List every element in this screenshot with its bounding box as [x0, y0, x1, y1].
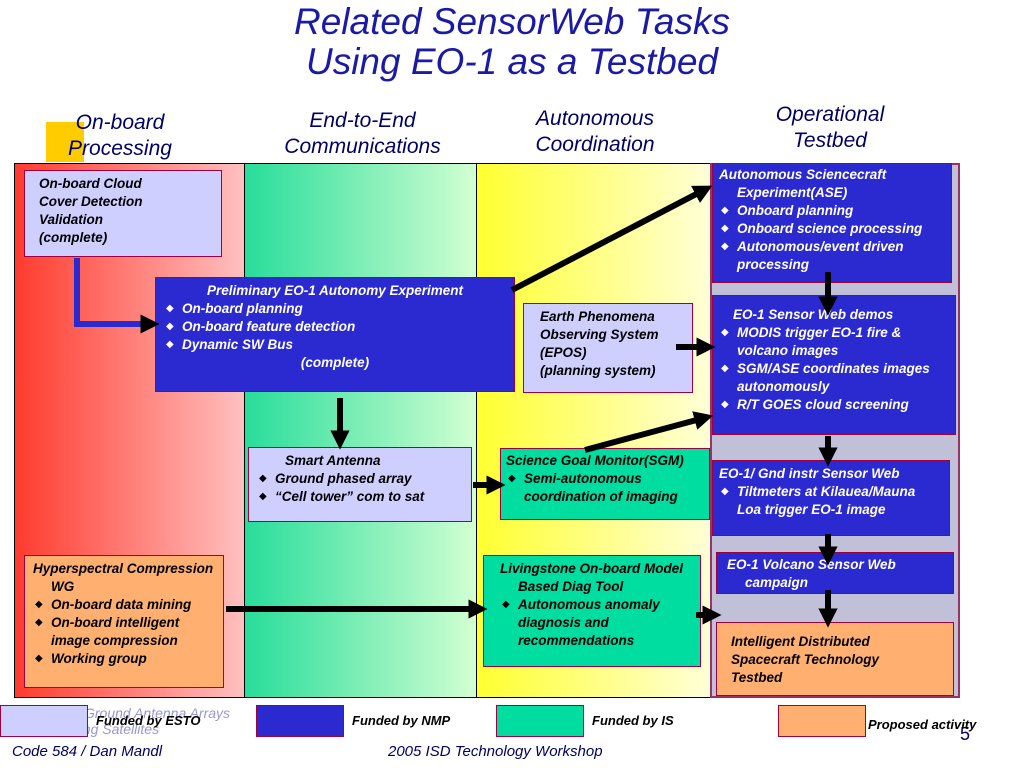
column-header-line: End-to-End [309, 109, 416, 132]
arrow-preliminary-to-ase [510, 185, 713, 293]
column-header-line: Processing [68, 137, 172, 160]
box-epos: Earth Phenomena Observing System (EPOS) … [523, 303, 693, 393]
box-line: (planning system) [540, 363, 656, 378]
box-line: (complete) [39, 230, 108, 245]
list-item: On-board feature detection [164, 318, 506, 336]
list-item: Onboard science processing [719, 220, 945, 238]
page-number: 5 [960, 724, 971, 744]
box-line: Testbed [731, 670, 783, 685]
box-line: Validation [39, 212, 104, 227]
box-sgm: Science Goal Monitor(SGM) Semi-autonomou… [500, 448, 710, 520]
page-title: Related SensorWeb Tasks Using EO-1 as a … [0, 2, 1024, 82]
box-list: Autonomous anomaly diagnosis and recomme… [500, 596, 692, 650]
list-item: R/T GOES cloud screening [719, 396, 949, 414]
title-line-2: Using EO-1 as a Testbed [305, 41, 719, 82]
arrow-cloud-to-preliminary [74, 258, 160, 334]
box-title: EO-1/ Gnd instr Sensor Web [719, 466, 900, 481]
box-preliminary-autonomy: Preliminary EO-1 Autonomy Experiment On-… [155, 277, 515, 392]
box-title: EO-1 Sensor Web demos [733, 307, 894, 322]
column-header-line: Testbed [793, 129, 867, 152]
box-line: (EPOS) [540, 345, 587, 360]
list-item: Autonomous anomaly diagnosis and recomme… [500, 596, 692, 650]
legend-label-is: Funded by IS [592, 713, 674, 728]
box-livingstone: Livingstone On-board Model Based Diag To… [483, 555, 701, 667]
list-item: Autonomous/event driven processing [719, 238, 945, 274]
column-header-onboard: On-board Processing [30, 110, 210, 162]
list-item: Tiltmeters at Kilauea/Mauna Loa trigger … [719, 483, 943, 519]
box-list: MODIS trigger EO-1 fire & volcano images… [719, 324, 949, 414]
box-cloud-detection: On-board Cloud Cover Detection Validatio… [24, 170, 222, 257]
list-item: SGM/ASE coordinates images autonomously [719, 360, 949, 396]
box-sensor-web-demos: EO-1 Sensor Web demos MODIS trigger EO-1… [712, 295, 956, 435]
legend-swatch-nmp [256, 705, 344, 737]
legend-label-nmp: Funded by NMP [352, 713, 451, 728]
box-ase: Autonomous Sciencecraft Experiment(ASE) … [712, 163, 952, 283]
box-note: (complete) [300, 355, 370, 370]
arrow-sgm-to-demos [584, 411, 714, 453]
box-list: On-board data mining On-board intelligen… [33, 596, 215, 668]
box-list: Tiltmeters at Kilauea/Mauna Loa trigger … [719, 483, 943, 519]
box-hyperspectral: Hyperspectral Compression WG On-board da… [24, 555, 224, 688]
legend-swatch-proposed [778, 705, 866, 737]
footer-author: Code 584 / Dan Mandl [12, 743, 163, 760]
list-item: On-board data mining [33, 596, 215, 614]
box-title: Hyperspectral Compression WG [33, 561, 214, 594]
column-header-communications: End-to-End Communications [255, 108, 470, 160]
column-header-line: Communications [284, 135, 441, 158]
list-item: Dynamic SW Bus [164, 336, 506, 354]
legend-swatch-esto [0, 705, 88, 737]
box-line: Spacecraft Technology [731, 652, 880, 667]
box-line: On-board Cloud [39, 176, 142, 191]
column-header-line: On-board [75, 111, 165, 134]
column-header-coordination: Autonomous Coordination [490, 106, 700, 158]
box-list: Ground phased array “Cell tower” com to … [257, 470, 463, 506]
box-line: Earth Phenomena [540, 309, 655, 324]
column-header-testbed: Operational Testbed [725, 102, 935, 154]
list-item: On-board planning [164, 300, 506, 318]
box-title: Autonomous Sciencecraft Experiment(ASE) [719, 167, 887, 200]
footer-event: 2005 ISD Technology Workshop [388, 743, 603, 760]
legend-label-proposed: Proposed activity [868, 717, 977, 732]
list-item: “Cell tower” com to sat [257, 488, 463, 506]
list-item: Semi-autonomous coordination of imaging [506, 470, 704, 506]
list-item: On-board intelligent image compression [33, 614, 215, 650]
column-header-line: Operational [775, 103, 885, 126]
faint-caption-line: Ground Antenna Arrays [84, 705, 231, 721]
box-line: Cover Detection [39, 194, 143, 209]
column-header-line: Autonomous [536, 107, 654, 130]
box-list: On-board planning On-board feature detec… [164, 300, 506, 354]
box-smart-antenna: Smart Antenna Ground phased array “Cell … [248, 447, 472, 522]
box-title: EO-1 Volcano Sensor Web campaign [727, 557, 896, 590]
box-title: Preliminary EO-1 Autonomy Experiment [206, 283, 464, 298]
box-gnd-sensor-web: EO-1/ Gnd instr Sensor Web Tiltmeters at… [712, 460, 950, 536]
column-header-line: Coordination [535, 133, 655, 156]
legend-swatch-is [496, 705, 584, 737]
box-line: Intelligent Distributed [731, 634, 870, 649]
decorative-square [46, 122, 84, 162]
legend-label-esto: Funded by ESTO [96, 713, 201, 728]
box-line: Observing System [540, 327, 659, 342]
box-title: Smart Antenna [285, 453, 381, 468]
box-title: Science Goal Monitor(SGM) [506, 453, 684, 468]
title-line-1: Related SensorWeb Tasks [293, 1, 730, 42]
list-item: Ground phased array [257, 470, 463, 488]
list-item: Onboard planning [719, 202, 945, 220]
box-list: Onboard planning Onboard science process… [719, 202, 945, 274]
box-list: Semi-autonomous coordination of imaging [506, 470, 704, 506]
list-item: MODIS trigger EO-1 fire & volcano images [719, 324, 949, 360]
list-item: Working group [33, 650, 215, 668]
box-title: Livingstone On-board Model Based Diag To… [500, 561, 683, 594]
